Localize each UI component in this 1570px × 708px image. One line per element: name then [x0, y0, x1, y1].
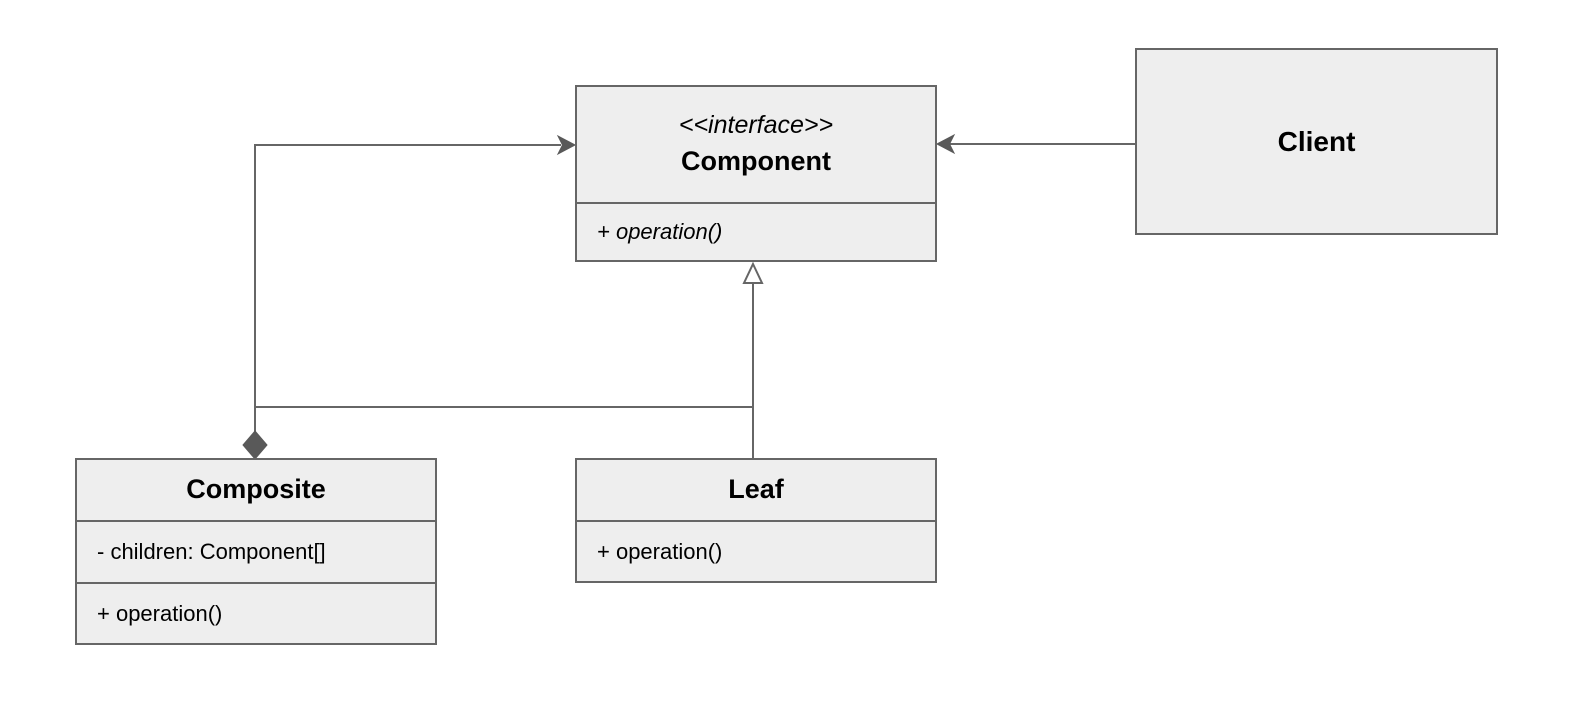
component-stereotype: <<interface>>: [678, 111, 834, 140]
aggregation-diamond-icon: [242, 430, 268, 460]
component-title-compartment: <<interface>> Component: [577, 87, 935, 202]
leaf-name: Leaf: [728, 474, 784, 505]
class-client[interactable]: Client: [1135, 48, 1498, 235]
edge-generalization-to-component[interactable]: [255, 261, 764, 458]
arrowhead-into-component-right: [935, 133, 956, 155]
class-composite[interactable]: Composite - children: Component[] + oper…: [75, 458, 437, 645]
edge-composite-aggregates-component[interactable]: [242, 134, 577, 460]
client-name: Client: [1277, 125, 1356, 157]
class-leaf[interactable]: Leaf + operation(): [575, 458, 937, 583]
composite-method-operation: + operation(): [77, 582, 435, 643]
class-component[interactable]: <<interface>> Component + operation(): [575, 85, 937, 262]
composite-attribute-children: - children: Component[]: [77, 520, 435, 582]
component-method-operation: + operation(): [577, 202, 935, 260]
composite-title-compartment: Composite: [77, 460, 435, 520]
inheritance-triangle-icon: [742, 261, 764, 284]
leaf-method-operation: + operation(): [577, 520, 935, 581]
edge-client-to-component[interactable]: [935, 133, 1135, 155]
arrowhead-into-component-left: [556, 134, 577, 156]
leaf-title-compartment: Leaf: [577, 460, 935, 520]
component-name: Component: [681, 146, 831, 177]
composite-name: Composite: [186, 474, 326, 505]
